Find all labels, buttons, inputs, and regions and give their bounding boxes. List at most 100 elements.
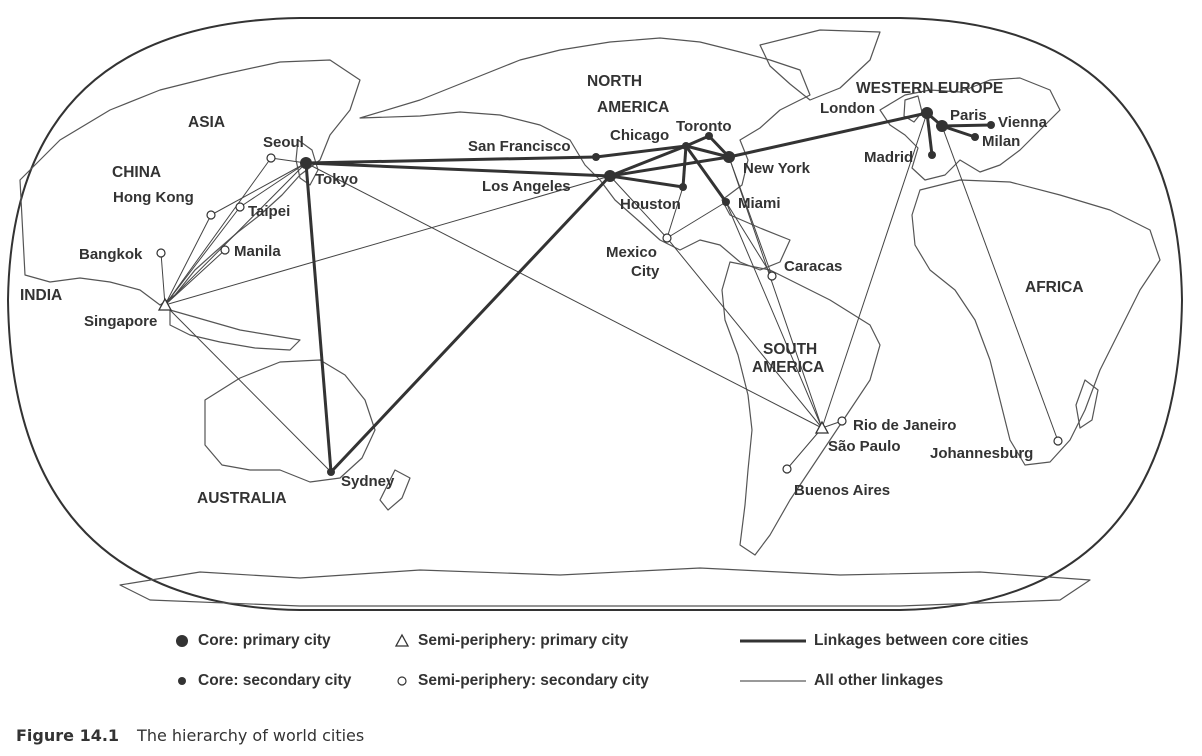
figure-number: Figure 14.1 (16, 726, 120, 745)
legend-core-secondary-label: Core: secondary city (198, 672, 352, 689)
city-marker-bangkok (156, 248, 166, 258)
city-marker-singapore (157, 297, 173, 311)
city-label-miami: Miami (738, 195, 781, 212)
coastlines (19, 29, 1161, 607)
region-label-south-america-1: SOUTH (763, 341, 817, 358)
city-label-seoul: Seoul (263, 134, 304, 151)
core-linkage-new-york-london (728, 111, 928, 159)
city-label-buenos-aires: Buenos Aires (794, 482, 890, 499)
linkage-singapore-bangkok (160, 252, 166, 306)
asia-landmass (19, 59, 361, 306)
region-label-north-america-1: NORTH (587, 73, 642, 90)
city-marker-milan (971, 133, 979, 141)
linkage-miami-caracas (725, 201, 773, 277)
city-marker-miami (722, 198, 730, 206)
africa-landmass (911, 179, 1161, 466)
core-linkage-chicago-miami (684, 145, 728, 203)
city-label-johannesburg: Johannesburg (930, 445, 1033, 462)
linkage-seoul-singapore (164, 157, 272, 306)
linkage-singapore-manila (164, 249, 226, 306)
city-marker-madrid (928, 151, 936, 159)
city-label-madrid: Madrid (864, 149, 913, 166)
linkage-houston-mexico-city-1 (666, 186, 684, 239)
south-america-landmass (721, 261, 881, 556)
city-label-hong-kong: Hong Kong (113, 189, 194, 206)
city-label-sao-paulo: São Paulo (828, 438, 901, 455)
semi-primary-icon (394, 633, 410, 647)
legend-semi-primary-label: Semi-periphery: primary city (418, 632, 629, 649)
core-linkage-los-angeles-sydney (329, 174, 612, 474)
core-linkage-tokyo-los-angeles (305, 161, 611, 178)
city-label-mexico-city-2: City (631, 263, 660, 280)
linkage-new-york-caracas (728, 156, 773, 277)
linkage-new-york-sao-paulo (728, 156, 823, 429)
legend-semi-primary: Semi-periphery: primary city (394, 632, 628, 650)
region-label-south-america-2: AMERICA (752, 359, 824, 376)
legend-core-primary-label: Core: primary city (198, 632, 331, 649)
linkage-taipei-singapore (164, 206, 241, 306)
new-zealand-landmass (379, 469, 411, 511)
city-marker-sydney (327, 468, 335, 476)
core-secondary-icon (178, 677, 186, 685)
city-marker-toronto (705, 132, 713, 140)
city-label-new-york: New York (743, 160, 811, 177)
australia-landmass (204, 359, 376, 483)
city-label-london: London (820, 100, 875, 117)
linkage-singapore-sydney (164, 304, 332, 473)
europe-landmass (879, 77, 1061, 181)
greenland-landmass (759, 29, 881, 101)
city-markers (156, 107, 1063, 476)
city-marker-manila (220, 245, 230, 255)
city-label-tokyo: Tokyo (315, 171, 358, 188)
city-marker-houston (679, 183, 687, 191)
region-label-asia: ASIA (188, 114, 225, 131)
city-marker-johannesburg (1053, 436, 1063, 446)
core-linkage-san-francisco-chicago (595, 144, 687, 159)
map-frame (6, 17, 1184, 611)
region-label-china: CHINA (112, 164, 161, 181)
city-marker-hong-kong (206, 210, 216, 220)
city-marker-new-york (723, 151, 735, 163)
thin-line-icon (740, 680, 806, 682)
linkage-singapore-los-angeles (164, 175, 611, 306)
core-linkage-los-angeles-chicago (609, 144, 687, 178)
city-label-singapore: Singapore (84, 313, 157, 330)
core-linkage-chicago-toronto (685, 134, 710, 148)
core-linkage-london-madrid (925, 112, 934, 156)
core-linkage-los-angeles-new-york (609, 155, 730, 178)
city-label-sydney: Sydney (341, 473, 395, 490)
legend-core-links: Linkages between core cities (740, 632, 1029, 650)
madagascar-landmass (1075, 379, 1099, 429)
linkage-singapore-hong-kong (164, 214, 212, 306)
linkage-mexico-city-1-miami (666, 201, 727, 239)
city-marker-sao-paulo (814, 420, 830, 434)
city-label-rio: Rio de Janeiro (853, 417, 956, 434)
uk-landmass (903, 95, 923, 123)
city-label-chicago: Chicago (610, 127, 669, 144)
other-linkages (160, 112, 1059, 473)
thick-line-icon (740, 639, 806, 643)
linkage-sao-paulo-buenos-aires (786, 427, 823, 470)
city-marker-taipei (235, 202, 245, 212)
city-marker-tokyo (300, 157, 312, 169)
city-marker-london (921, 107, 933, 119)
north-america-landmass (359, 37, 811, 271)
legend-semi-secondary: Semi-periphery: secondary city (394, 672, 649, 690)
core-linkage-paris-vienna (941, 123, 992, 128)
legend: Core: primary city Core: secondary city … (170, 628, 1100, 704)
city-marker-seoul (266, 153, 276, 163)
city-marker-caracas (767, 271, 777, 281)
linkage-tokyo-sao-paulo (305, 162, 823, 429)
legend-core-secondary: Core: secondary city (174, 672, 351, 690)
city-label-mexico-city-1: Mexico (606, 244, 657, 261)
core-linkages (304, 111, 992, 474)
region-label-india: INDIA (20, 287, 62, 304)
linkage-tokyo-hong-kong (210, 162, 307, 216)
legend-semi-secondary-label: Semi-periphery: secondary city (418, 672, 649, 689)
city-marker-san-francisco (592, 153, 600, 161)
city-marker-rio (837, 416, 847, 426)
core-linkage-los-angeles-houston (609, 174, 684, 189)
region-label-north-america-2: AMERICA (597, 99, 669, 116)
